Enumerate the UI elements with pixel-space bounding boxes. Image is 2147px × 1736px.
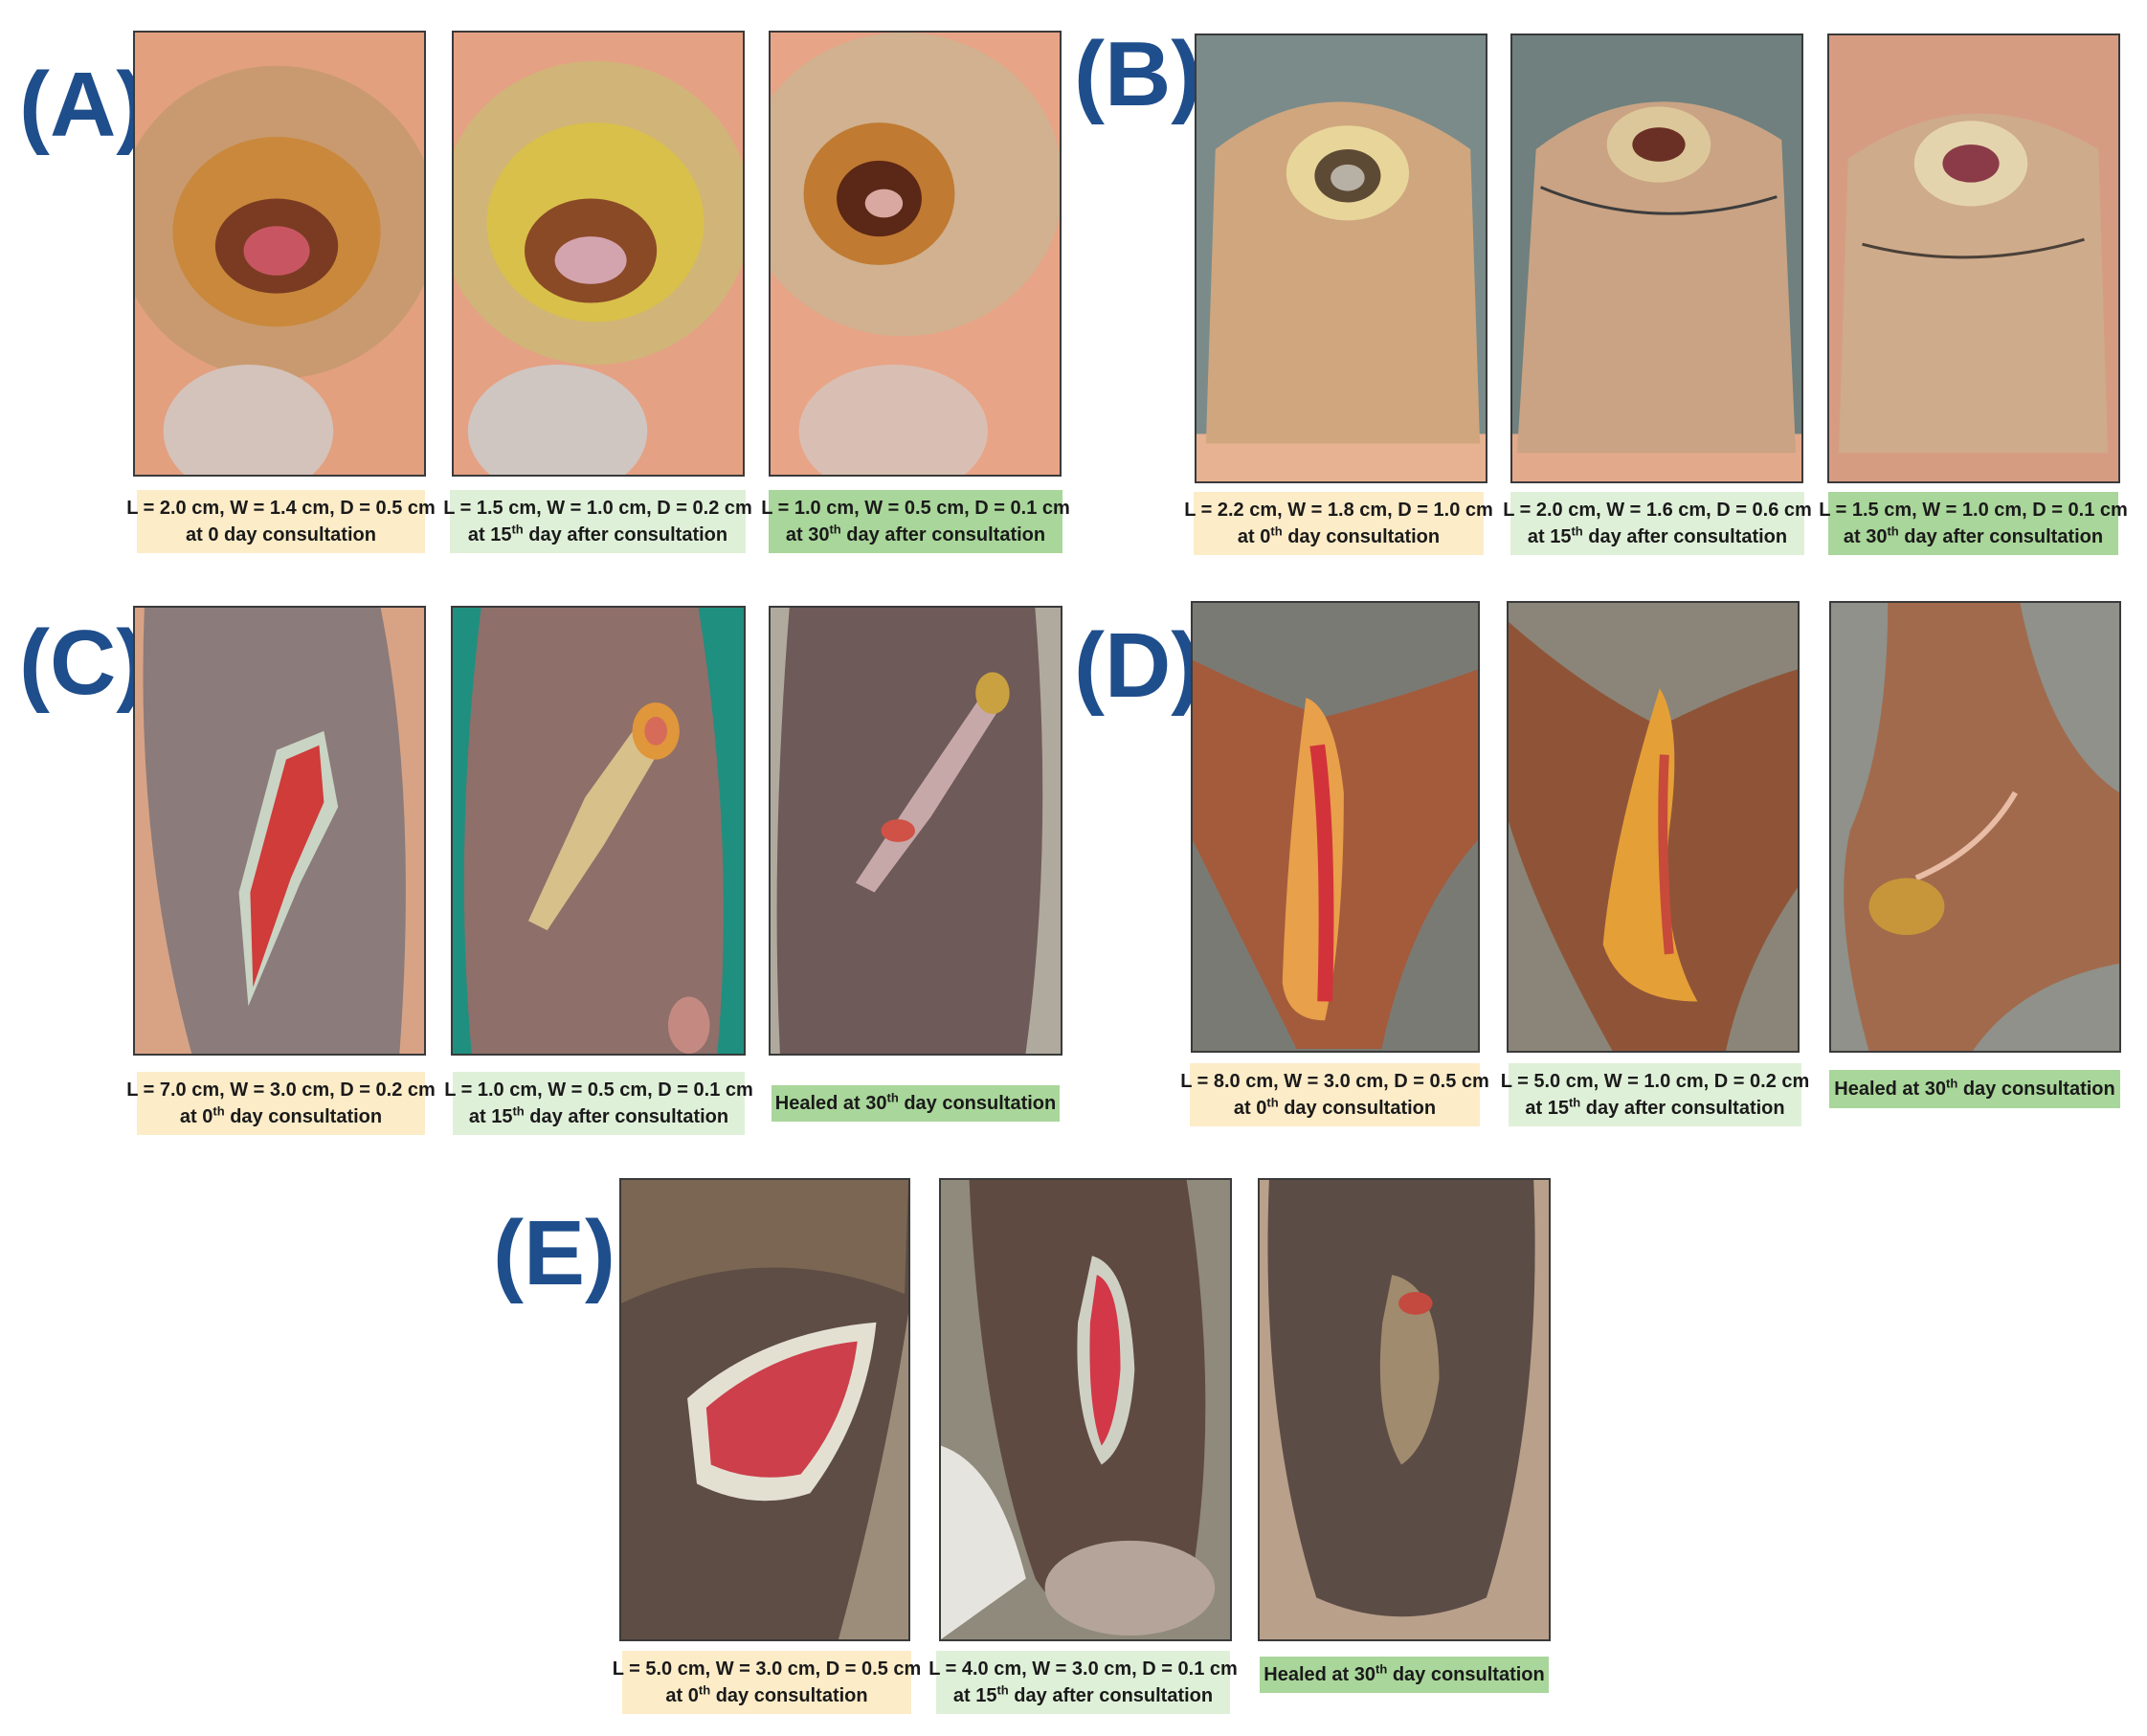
caption-line2: at 0th day consultation (665, 1682, 868, 1706)
caption-a-day0: L = 2.0 cm, W = 1.4 cm, D = 0.5 cm at 0 … (126, 490, 436, 553)
caption-c-day0: L = 7.0 cm, W = 3.0 cm, D = 0.2 cm at 0t… (126, 1072, 436, 1135)
caption-d-day30: Healed at 30th day consultation (1829, 1070, 2120, 1108)
caption-line2: at 15th day after consultation (1527, 523, 1788, 547)
panel-label-c: (C) (19, 612, 147, 714)
caption-b-day15: L = 2.0 cm, W = 1.6 cm, D = 0.6 cm at 15… (1503, 492, 1812, 555)
caption-line2: at 15th day after consultation (467, 522, 728, 545)
caption-line2: at 15th day after consultation (1525, 1095, 1785, 1119)
caption-a-day15: L = 1.5 cm, W = 1.0 cm, D = 0.2 cm at 15… (443, 490, 752, 553)
caption-line2: at 0th day consultation (179, 1103, 383, 1127)
caption-c-day30: Healed at 30th day consultation (772, 1085, 1060, 1122)
caption-line: Healed at 30th day consultation (1264, 1661, 1545, 1685)
caption-line1: L = 2.0 cm, W = 1.4 cm, D = 0.5 cm (126, 498, 436, 519)
caption-line1: L = 1.5 cm, W = 1.0 cm, D = 0.1 cm (1819, 500, 2128, 521)
wound-photo-a-day15 (452, 31, 745, 477)
wound-photo-b-day0 (1195, 33, 1487, 483)
panel-label-e: (E) (493, 1202, 615, 1304)
caption-line2: at 0th day consultation (1233, 1095, 1437, 1119)
caption-line1: L = 1.0 cm, W = 0.5 cm, D = 0.1 cm (444, 1079, 753, 1101)
caption-line1: L = 5.0 cm, W = 3.0 cm, D = 0.5 cm (612, 1658, 922, 1680)
caption-line2: at 30th day after consultation (785, 522, 1046, 545)
wound-photo-e-day0 (619, 1178, 910, 1641)
panel-label-d: (D) (1074, 614, 1202, 717)
caption-e-day0: L = 5.0 cm, W = 3.0 cm, D = 0.5 cm at 0t… (613, 1651, 921, 1714)
caption-line1: L = 5.0 cm, W = 1.0 cm, D = 0.2 cm (1500, 1071, 1810, 1092)
wound-photo-e-day30 (1258, 1178, 1551, 1641)
wound-photo-b-day30 (1827, 33, 2120, 483)
caption-line1: L = 1.0 cm, W = 0.5 cm, D = 0.1 cm (761, 498, 1070, 519)
caption-line1: L = 8.0 cm, W = 3.0 cm, D = 0.5 cm (1180, 1071, 1489, 1092)
caption-e-day30: Healed at 30th day consultation (1260, 1657, 1549, 1693)
wound-photo-e-day15 (939, 1178, 1232, 1641)
panel-label-b: (B) (1074, 23, 1202, 125)
wound-photo-d-day15 (1507, 601, 1800, 1053)
caption-b-day30: L = 1.5 cm, W = 1.0 cm, D = 0.1 cm at 30… (1819, 492, 2128, 555)
panel-label-a: (A) (19, 54, 147, 156)
caption-line2: at 0 day consultation (186, 524, 376, 545)
wound-photo-a-day30 (769, 31, 1062, 477)
caption-line2: at 15th day after consultation (952, 1682, 1214, 1706)
wound-photo-a-day0 (133, 31, 426, 477)
wound-photo-c-day30 (769, 606, 1062, 1056)
wound-photo-d-day30 (1829, 601, 2121, 1053)
caption-line1: L = 2.0 cm, W = 1.6 cm, D = 0.6 cm (1503, 500, 1812, 521)
caption-e-day15: L = 4.0 cm, W = 3.0 cm, D = 0.1 cm at 15… (928, 1651, 1238, 1714)
caption-line: Healed at 30th day consultation (774, 1090, 1057, 1114)
caption-line: Healed at 30th day consultation (1834, 1076, 2115, 1100)
caption-a-day30: L = 1.0 cm, W = 0.5 cm, D = 0.1 cm at 30… (761, 490, 1070, 553)
caption-line1: L = 2.2 cm, W = 1.8 cm, D = 1.0 cm (1184, 500, 1493, 521)
caption-b-day0: L = 2.2 cm, W = 1.8 cm, D = 1.0 cm at 0t… (1184, 492, 1493, 555)
caption-d-day0: L = 8.0 cm, W = 3.0 cm, D = 0.5 cm at 0t… (1180, 1063, 1489, 1126)
caption-d-day15: L = 5.0 cm, W = 1.0 cm, D = 0.2 cm at 15… (1501, 1063, 1809, 1126)
wound-photo-c-day0 (133, 606, 426, 1056)
wound-photo-c-day15 (451, 606, 746, 1056)
caption-line2: at 0th day consultation (1237, 523, 1441, 547)
caption-line2: at 30th day after consultation (1843, 523, 2104, 547)
caption-c-day15: L = 1.0 cm, W = 0.5 cm, D = 0.1 cm at 15… (444, 1072, 753, 1135)
caption-line1: L = 7.0 cm, W = 3.0 cm, D = 0.2 cm (126, 1079, 436, 1101)
caption-line1: L = 4.0 cm, W = 3.0 cm, D = 0.1 cm (928, 1658, 1238, 1680)
caption-line2: at 15th day after consultation (468, 1103, 729, 1127)
wound-photo-b-day15 (1510, 33, 1803, 483)
caption-line1: L = 1.5 cm, W = 1.0 cm, D = 0.2 cm (443, 498, 752, 519)
wound-photo-d-day0 (1191, 601, 1480, 1053)
